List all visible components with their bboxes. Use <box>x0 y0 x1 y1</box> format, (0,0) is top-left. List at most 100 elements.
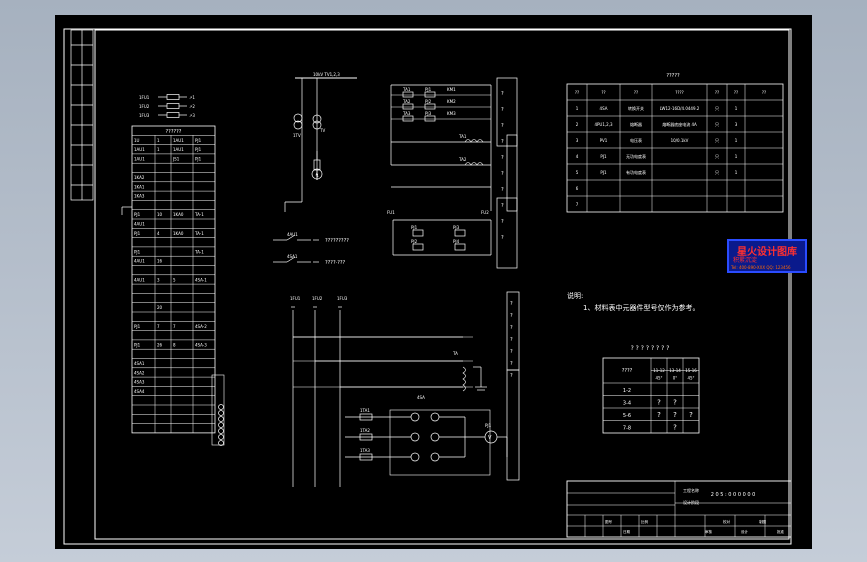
terminal-cell: PJ1 <box>134 324 141 329</box>
terminal-cell: 1KA1 <box>134 184 145 189</box>
parts-cell: 1 <box>576 106 579 111</box>
parts-cell: 3 <box>576 138 579 143</box>
ctrl-label: FU2 <box>481 210 489 215</box>
fuse-symbol <box>166 103 180 109</box>
notes-title: 说明: <box>567 291 583 300</box>
meter-box <box>454 243 466 251</box>
terminal-cell: 4 <box>157 231 160 236</box>
terminal-cell: 1 <box>157 147 160 152</box>
switch-cell: ? <box>673 411 677 419</box>
pt-label: TV <box>319 128 325 133</box>
fuse-symbol <box>166 94 180 100</box>
terminal-cell: 1U <box>134 138 140 143</box>
terminal-cell: 7 <box>157 324 160 329</box>
parts-cell: 1 <box>735 154 738 159</box>
terminal-cell: 1AU1 <box>134 147 145 152</box>
terminal-cell: 1AU1 <box>134 156 145 161</box>
switch-block <box>389 409 491 476</box>
coil-winding <box>464 162 484 166</box>
inner-frame <box>94 29 790 540</box>
relay-label: PJ1 <box>425 87 432 92</box>
parts-cell: 5 <box>576 170 579 175</box>
relay-coil <box>402 91 414 98</box>
parts-header: ?? <box>762 90 766 95</box>
outer-frame <box>63 28 792 545</box>
tb-field: 日期 <box>623 529 631 534</box>
fuse-row-tag: ↗2 <box>189 104 195 109</box>
phase-label: 1FU3 <box>337 296 348 301</box>
parts-cell: 只 <box>715 122 719 127</box>
switch-cell: 7-8 <box>623 426 631 432</box>
terminal-cell: 4SA-2 <box>195 324 207 329</box>
meter-box <box>454 229 466 237</box>
lower-side-label: ? <box>510 301 513 307</box>
parts-cell: 1 <box>735 106 738 111</box>
ct-fuse <box>359 453 373 461</box>
lower-side-label: ? <box>510 313 513 319</box>
meter-glyph: V <box>488 435 492 441</box>
ctrl-side-label: ? <box>501 219 504 225</box>
relay-label: TA1 <box>402 87 411 92</box>
tv-label: TA <box>452 351 458 356</box>
relay-label: KM3 <box>447 111 456 116</box>
fuse-row-label: 1FU1 <box>139 95 150 100</box>
note-item: 1、材料表中元器件型号仅作为参考。 <box>583 303 699 312</box>
coil-label: TA1 <box>458 134 467 139</box>
terminal-cell: 26 <box>157 342 163 347</box>
ct-circle <box>293 113 303 123</box>
tb-field: 设计 <box>741 529 749 534</box>
lower-side-col <box>506 291 520 371</box>
watermark-title: 星火设计图库 <box>737 247 797 258</box>
relay-label: PJ3 <box>425 111 432 116</box>
lower-side-col <box>506 369 520 481</box>
terminal-ring <box>218 422 224 428</box>
terminal-table-frame <box>131 125 216 434</box>
terminal-cell: PJ1 <box>134 249 141 254</box>
terminal-node <box>430 452 440 462</box>
terminal-ring <box>218 428 224 434</box>
terminal-cell: 4SA-3 <box>195 342 207 347</box>
parts-cell: LW12-16D/4.0449.2 <box>660 106 700 111</box>
parts-header: ?? <box>634 90 638 95</box>
tv-winding <box>462 366 466 392</box>
parts-cell: 2 <box>576 122 579 127</box>
terminal-table-title: ?????? <box>166 129 182 135</box>
ctrl-label: FU1 <box>387 210 395 215</box>
contact-text: ????????? <box>325 238 349 244</box>
terminal-node <box>430 412 440 422</box>
parts-cell: 7 <box>576 202 579 207</box>
parts-cell: 1 <box>735 138 738 143</box>
switch-cell: ? <box>657 399 661 407</box>
meter-box <box>412 243 424 251</box>
fuse-row-tag: ↗3 <box>189 113 195 118</box>
switch-cell: 5-6 <box>623 413 631 419</box>
terminal-ring <box>218 434 224 440</box>
ct-fuse-label: 1TA1 <box>360 408 370 413</box>
switch-label: 4SA <box>417 395 425 400</box>
terminal-cell: PJ1 <box>195 147 202 152</box>
title-block-title: 2 0 5 : 0 0 0 0 0 0 <box>711 492 756 498</box>
switch-sub: 45° <box>687 376 694 381</box>
switch-sub: 45° <box>655 376 662 381</box>
terminal-cell: 1KA3 <box>134 194 145 199</box>
terminal-cell: PJ1 <box>134 342 141 347</box>
parts-cell: 3 <box>735 122 738 127</box>
terminal-node <box>430 432 440 442</box>
ctrl-side-label: ? <box>501 235 504 241</box>
terminal-cell: 4SA1 <box>134 361 145 366</box>
tb-field: 设计阶段 <box>683 499 699 505</box>
fuse-row-label: 1FU2 <box>139 104 150 109</box>
tb-field: 审核 <box>705 529 713 534</box>
terminal-ring <box>218 440 224 446</box>
parts-cell: PJ1 <box>600 170 607 175</box>
lower-side-label: ? <box>510 337 513 343</box>
watermark-contact: Tel: 400-890-XXX QQ: 123456 <box>731 265 791 270</box>
contact-blade <box>286 234 296 241</box>
tb-field: 校对 <box>723 519 731 524</box>
ct-fuse <box>359 433 373 441</box>
switch-cell: 3-4 <box>623 401 631 407</box>
terminal-cell: PJ1 <box>134 212 141 217</box>
contact-text: ????·??? <box>325 260 346 266</box>
parts-cell: 熔断器底座电流 4A <box>662 121 697 127</box>
ctrl-side-label: ? <box>501 171 504 177</box>
